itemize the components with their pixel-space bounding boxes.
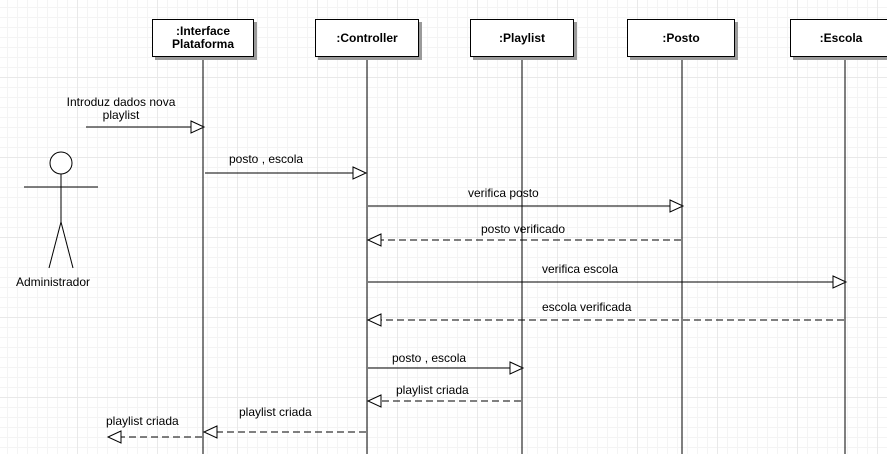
actor-label: Administrador <box>16 275 91 289</box>
lifeline-header-posto: :Posto <box>627 19 735 57</box>
message-label-3: verifica posto <box>468 186 539 200</box>
message-arrow-4 <box>366 233 681 247</box>
message-label-10: playlist criada <box>106 414 179 428</box>
message-arrow-5 <box>368 275 848 289</box>
message-arrow-3 <box>368 199 685 213</box>
lifeline-header-interface: :Interface Plataforma <box>152 19 254 57</box>
message-arrow-9 <box>202 425 366 439</box>
message-label-8: playlist criada <box>396 383 469 397</box>
message-label-2: posto , escola <box>229 152 304 166</box>
lifeline-header-escola: :Escola <box>790 19 887 57</box>
lifeline-header-playlist: :Playlist <box>470 19 574 57</box>
message-label-4: posto verificado <box>481 222 566 236</box>
message-label-7: posto , escola <box>392 351 467 365</box>
message-label-9: playlist criada <box>239 405 312 419</box>
message-label-5: verifica escola <box>542 262 619 276</box>
message-label-1: Introduz dados nova playlist <box>66 95 176 122</box>
actor-figure <box>24 151 98 269</box>
message-arrow-2 <box>205 166 368 180</box>
lifeline-header-controller: :Controller <box>315 19 419 57</box>
message-arrow-6 <box>366 313 844 327</box>
message-arrow-1 <box>86 120 206 134</box>
message-arrow-8 <box>366 394 521 408</box>
message-label-6: escola verificada <box>542 300 632 314</box>
message-arrow-7 <box>368 361 525 375</box>
message-arrow-10 <box>106 430 202 444</box>
